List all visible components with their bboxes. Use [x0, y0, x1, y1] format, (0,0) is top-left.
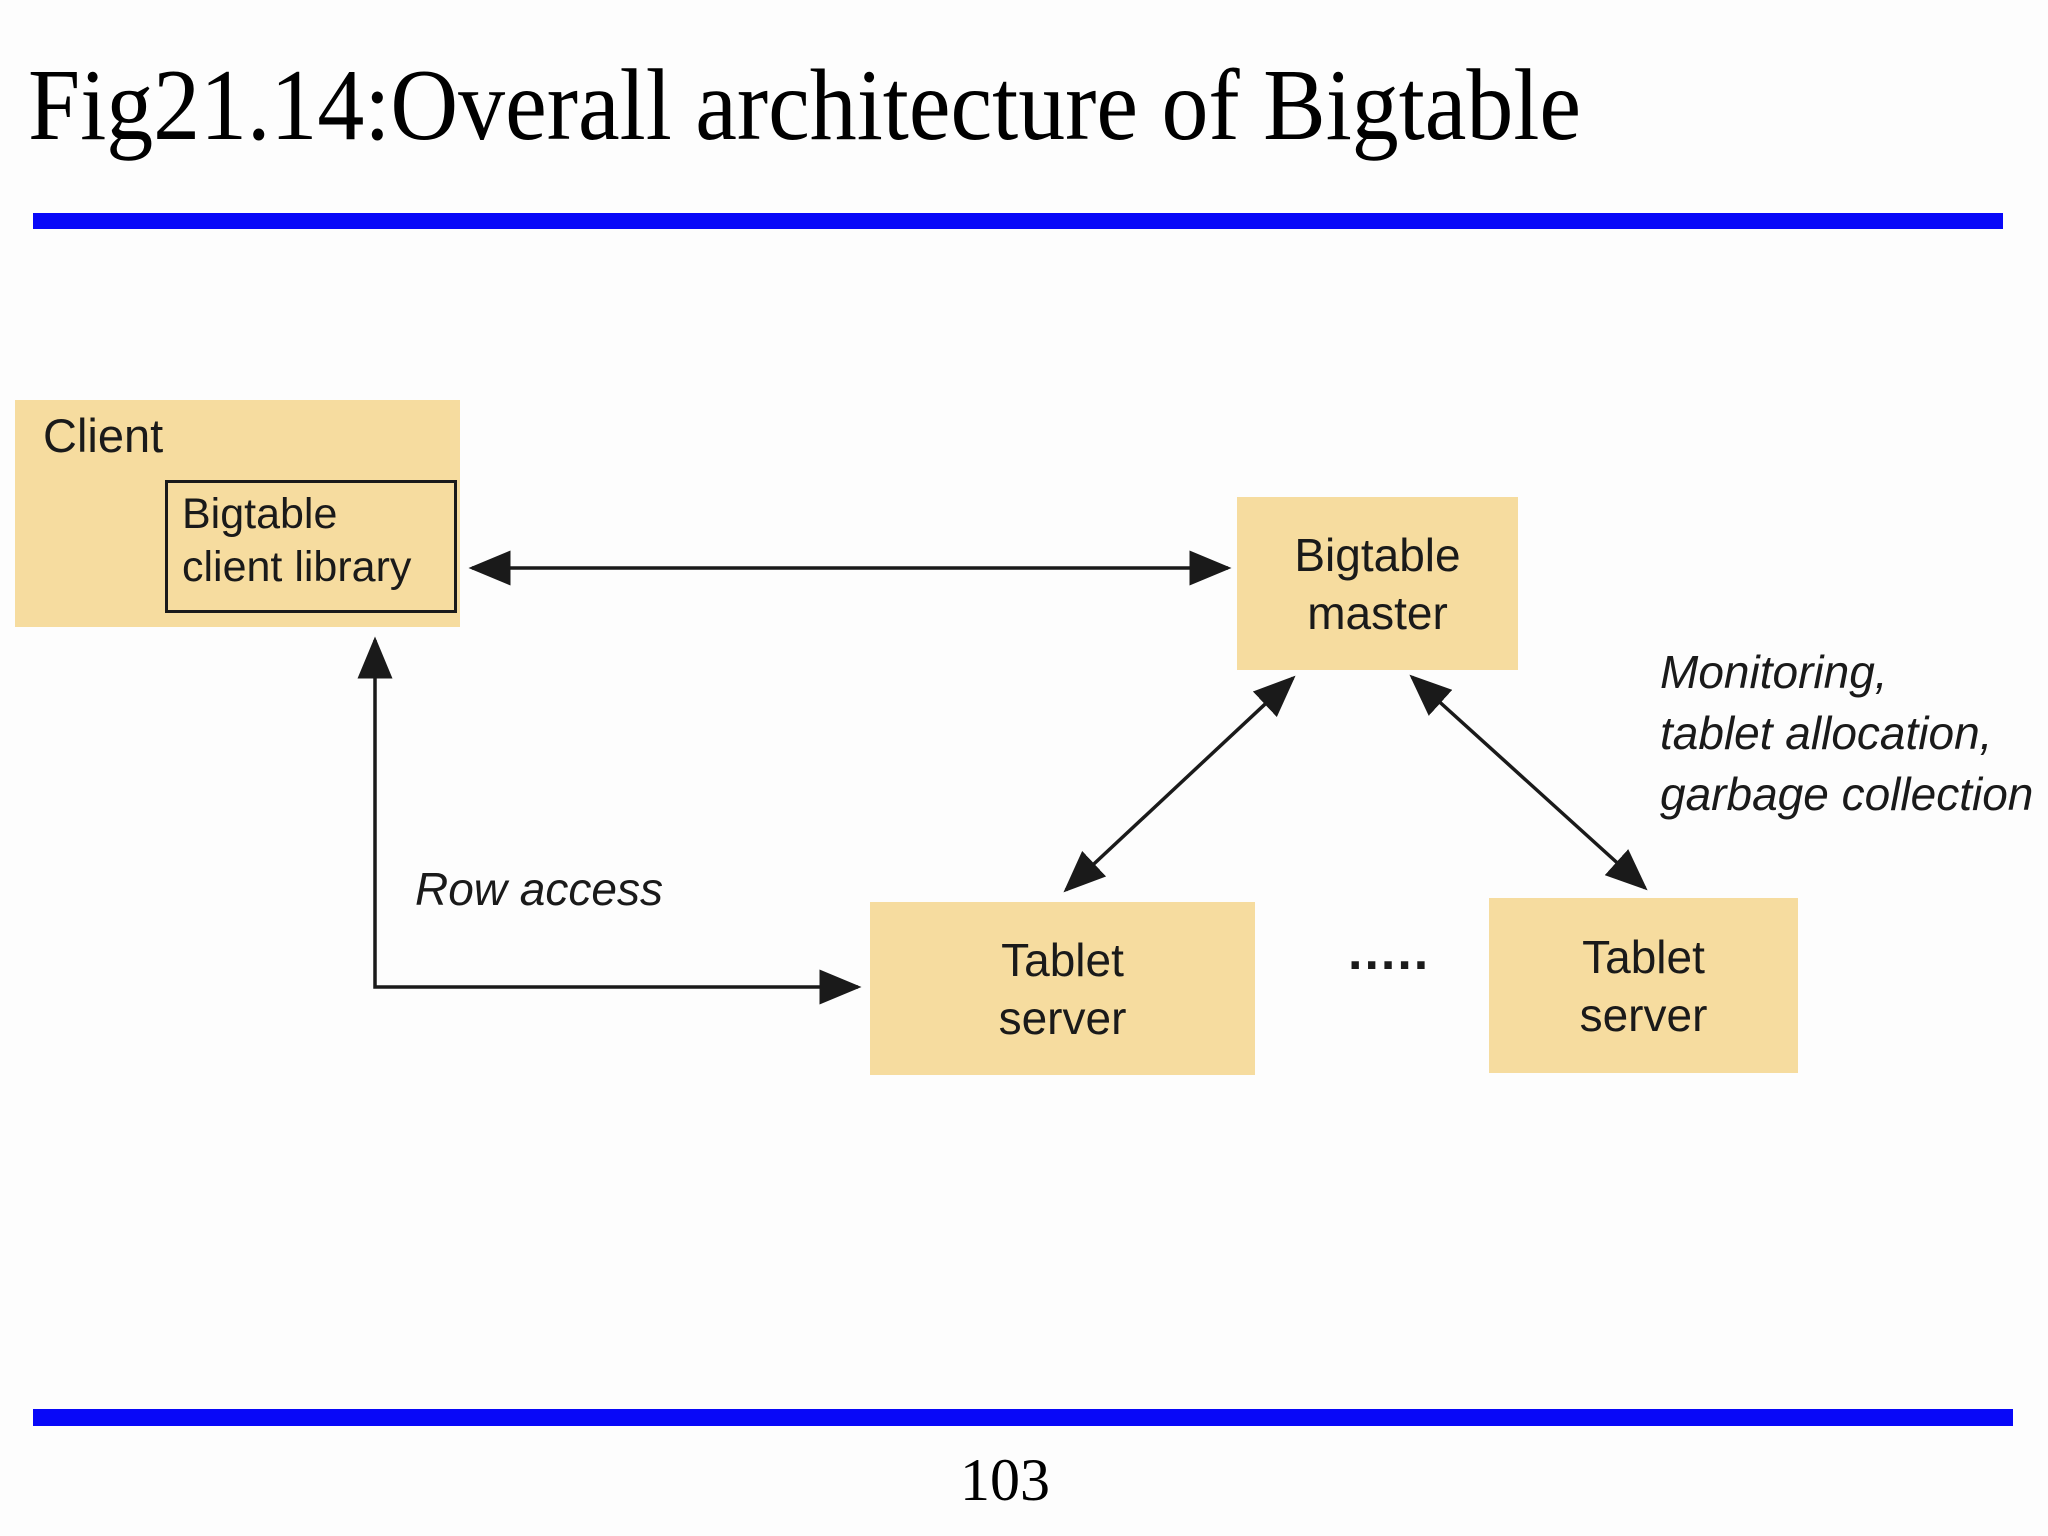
tablet-server-left-box: Tablet server [870, 902, 1255, 1075]
title-rule [33, 213, 2003, 229]
row-access-arrow [357, 636, 862, 1005]
bigtable-master-box: Bigtable master [1237, 497, 1518, 670]
tablet-left-label-line1: Tablet [1001, 933, 1124, 986]
client-box: Client Bigtable client library [15, 400, 460, 627]
master-label-line1: Bigtable [1294, 528, 1461, 581]
library-label-line2: client library [182, 543, 412, 591]
master-label-line2: master [1307, 586, 1448, 639]
master-tablet-left-arrow [1063, 675, 1296, 893]
library-label-line1: Bigtable [182, 490, 338, 538]
row-access-label: Row access [415, 863, 663, 915]
tablet-server-right-box: Tablet server [1489, 898, 1798, 1073]
page-title: Fig21.14:Overall architecture of Bigtabl… [28, 49, 1582, 162]
master-note-line1: Monitoring, [1660, 646, 1888, 698]
bigtable-client-library-box: Bigtable client library [165, 480, 457, 613]
master-tablet-right-arrow [1409, 674, 1648, 891]
footer-rule [33, 1409, 2013, 1426]
master-note-line3: garbage collection [1660, 768, 2034, 820]
ellipsis-label: ..... [1348, 923, 1431, 981]
page-number: 103 [960, 1447, 1050, 1513]
tablet-right-label-line1: Tablet [1582, 930, 1705, 983]
master-note-line2: tablet allocation, [1660, 707, 1993, 759]
tablet-right-label-line2: server [1579, 988, 1708, 1041]
client-box-label: Client [43, 409, 164, 462]
tablet-left-label-line2: server [998, 991, 1127, 1044]
master-note: Monitoring, tablet allocation, garbage c… [1660, 642, 2033, 825]
